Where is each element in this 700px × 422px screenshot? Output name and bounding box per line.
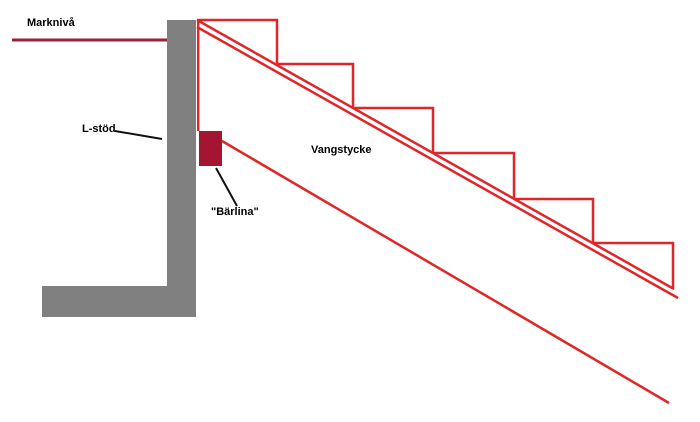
l-support-wall-shape <box>42 20 196 317</box>
l-support-label: L-stöd <box>82 123 116 135</box>
l-support-callout-line <box>114 130 163 140</box>
step-6 <box>593 241 675 288</box>
stringer-label: Vangstycke <box>311 144 372 156</box>
bearing-beam-callout-line <box>215 167 238 207</box>
step-2 <box>277 62 355 108</box>
step-1 <box>197 18 279 65</box>
stair-steps-outline <box>197 18 675 288</box>
step-5 <box>514 197 595 243</box>
ground-level-label: Marknivå <box>27 17 75 29</box>
bearing-beam-label: "Bärlina" <box>211 206 259 218</box>
bearing-beam-block <box>199 131 222 166</box>
stringer-top-edge-line-upper <box>196 18 675 291</box>
step-3 <box>353 106 435 153</box>
stringer-top-edge-line-lower <box>196 25 679 300</box>
step-4 <box>433 151 516 199</box>
stringer-bottom-edge-line <box>221 139 670 405</box>
